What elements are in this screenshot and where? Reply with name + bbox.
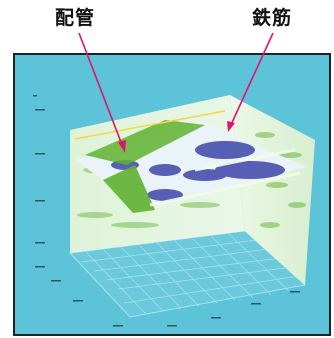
radar-3d-visualization	[13, 53, 331, 336]
axis-ticks	[33, 95, 300, 327]
radar-scene	[33, 95, 315, 327]
rebar-label: 鉄筋	[252, 7, 293, 29]
pipe-label: 配管	[55, 7, 96, 29]
floor-grid	[68, 230, 307, 318]
radar-slice	[74, 110, 307, 213]
